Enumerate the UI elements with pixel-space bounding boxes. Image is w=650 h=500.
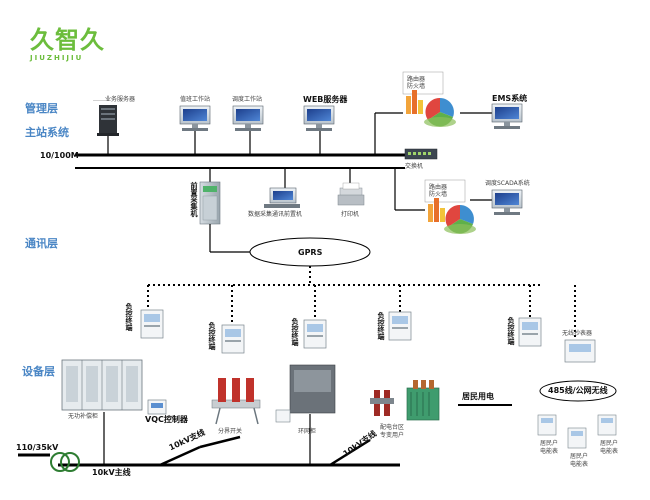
- main-transformer-right: [60, 452, 80, 472]
- resident-meter-3: [597, 414, 617, 436]
- server-label: ……业务服务器: [93, 96, 136, 103]
- terminal-4-label: 负控终端: [377, 312, 385, 340]
- wireless-concentrator: [564, 339, 596, 363]
- terminal-1-label: 负控终端: [125, 303, 133, 331]
- terminal-5: [518, 317, 542, 347]
- branch-2: [329, 438, 371, 467]
- meter-2-label: 居民户 电能表: [570, 453, 589, 468]
- fw-mid-label: 路由器 防火墙: [429, 184, 448, 199]
- collector-label: 前置采集机: [190, 182, 198, 217]
- meter-3-label: 居民户 电能表: [600, 440, 619, 455]
- ems-workstation: [491, 103, 523, 129]
- resident-label: 居民用电: [462, 392, 494, 401]
- router-firewall-top: [402, 71, 456, 127]
- branch-1: [159, 445, 201, 467]
- circuit-breaker: [211, 378, 261, 425]
- scada-workstation: [491, 189, 523, 215]
- ring-main-box: [275, 364, 336, 423]
- bus-10kv-label: 10kV主线: [92, 468, 131, 477]
- terminal-1: [140, 309, 164, 339]
- layer-device: 设备层: [22, 365, 55, 378]
- router-firewall-mid: [424, 179, 476, 234]
- terminal-3-label: 负控终端: [291, 318, 299, 346]
- ws1-label: 值班工作站: [180, 96, 211, 103]
- terminal-5-label: 负控终端: [507, 317, 515, 345]
- rs485-label: 485线/公网无线: [548, 386, 608, 395]
- transformer-label: 配电台区 专变用户: [380, 424, 405, 439]
- workstation-dispatch: [232, 105, 264, 131]
- network-switch: [404, 148, 438, 160]
- terminal-2: [221, 324, 245, 354]
- web-server-label: WEB服务器: [303, 95, 348, 104]
- data-pc-label: 数据采集通讯前置机: [248, 211, 303, 218]
- brand-subtitle: JIUZHIJIU: [30, 54, 84, 62]
- breaker-label: 分界开关: [218, 428, 243, 435]
- terminal-2-label: 负控终端: [208, 322, 216, 350]
- resident-meter-1: [537, 414, 557, 436]
- branch-1b: [199, 435, 241, 449]
- layer-management: 管理层: [25, 102, 58, 115]
- gprs-label: GPRS: [298, 248, 323, 257]
- ws2-label: 调度工作站: [232, 96, 263, 103]
- web-server: [303, 105, 335, 131]
- brand-logo: 久智久: [30, 26, 105, 54]
- collector-cabinet: [199, 181, 221, 225]
- transformer: [406, 380, 440, 421]
- box-label: 环网柜: [298, 428, 317, 435]
- printer-label: 打印机: [341, 211, 360, 218]
- cap-cabinet-label: 无功补偿柜: [68, 413, 99, 420]
- vqc-controller: [147, 399, 167, 415]
- layer-master: 主站系统: [25, 126, 69, 139]
- terminal-4: [388, 311, 412, 341]
- concentrator-label: 无线抄表器: [562, 330, 593, 337]
- scada-label: 调度SCADA系统: [485, 180, 530, 187]
- capacitor-cabinet: [61, 359, 143, 411]
- terminal-3: [303, 319, 327, 349]
- data-acquisition-pc: [264, 187, 300, 208]
- vqc-label: VQC控制器: [145, 415, 188, 424]
- main-transformer-left: [50, 452, 70, 472]
- printer: [337, 182, 365, 206]
- resident-meter-2: [567, 427, 587, 449]
- layer-comm: 通讯层: [25, 237, 58, 250]
- pole-switch: [370, 390, 394, 416]
- voltage-110-label: 110/35kV: [16, 443, 59, 452]
- workstation-duty: [179, 105, 211, 131]
- fw-top-label: 路由器 防火墙: [407, 76, 426, 91]
- switch-label: 交换机: [405, 163, 424, 170]
- rs485-ellipse: [539, 380, 617, 402]
- business-server: [97, 105, 119, 136]
- network-speed-label: 10/100M: [40, 151, 79, 160]
- meter-1-label: 居民户 电能表: [540, 440, 559, 455]
- ems-label: EMS系统: [492, 94, 528, 103]
